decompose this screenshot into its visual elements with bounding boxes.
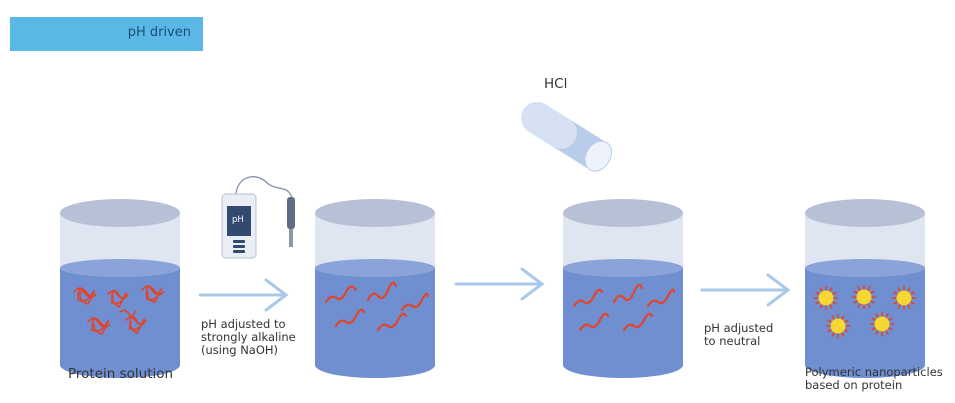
step-label-nanoparticles: Polymeric nanoparticles based on protein [805,365,943,392]
beaker-protein-solution [60,199,180,378]
arrow-step-1 [198,278,289,312]
nanoparticle [851,284,877,310]
protein-chains-neutral [572,283,676,332]
ph-meter-screen-text: pH [232,215,244,225]
ph-meter: pH [221,176,295,259]
nanoparticle [825,313,851,339]
hcl-label: HCl [544,76,568,92]
mode-banner: pH driven [10,17,203,51]
nanoparticle [869,311,895,337]
arrow-step-3 [700,273,791,307]
beaker-neutralizing [563,199,683,378]
unfolded-protein-chains [324,281,430,332]
beaker-nanoparticles [805,199,925,378]
nanoparticles [813,284,917,339]
nanoparticle [891,285,917,311]
arrow-step-2 [454,267,545,301]
step-label-neutral: pH adjusted to neutral [704,321,774,348]
beaker-alkaline [315,199,435,378]
hcl-vial [521,101,612,172]
tangled-protein-clusters [73,285,165,335]
nanoparticle [813,285,839,311]
step-label-protein-solution: Protein solution [68,366,174,382]
mode-label: pH driven [127,25,191,40]
step-label-alkaline: pH adjusted to strongly alkaline (using … [201,317,296,357]
